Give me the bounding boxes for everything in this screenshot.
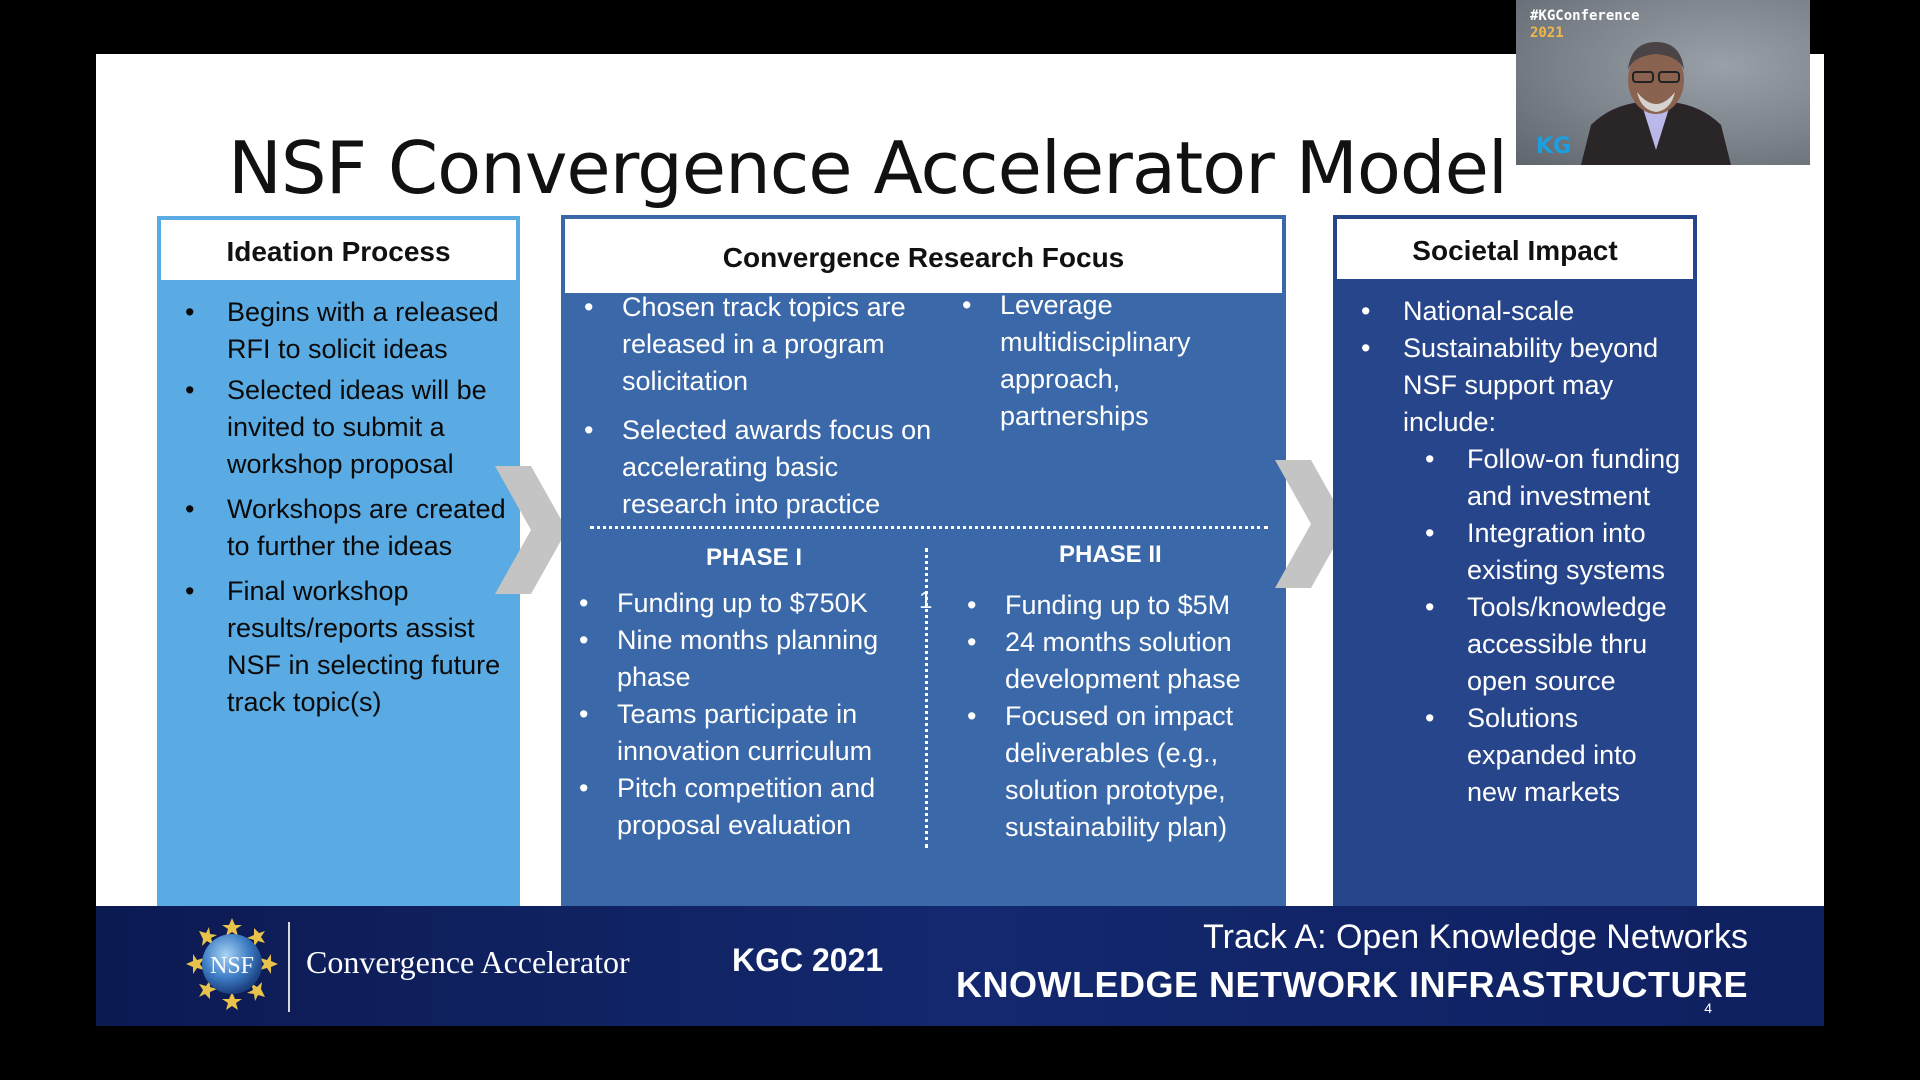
societal-impact-sublist: Follow-on funding and investment Integra… xyxy=(1403,441,1683,811)
list-item: Chosen track topics are released in a pr… xyxy=(584,289,942,400)
ideation-process-panel: Ideation Process Begins with a released … xyxy=(157,216,520,908)
list-item: Focused on impact deliverables (e.g., so… xyxy=(967,698,1275,846)
list-item: Selected ideas will be invited to submit… xyxy=(185,372,506,483)
convergence-research-focus-body: Chosen track topics are released in a pr… xyxy=(565,287,1282,919)
webcam-conference-tag: #KGConference 2021 xyxy=(1530,8,1640,42)
list-item: National-scale xyxy=(1361,293,1683,330)
societal-impact-header: Societal Impact xyxy=(1337,219,1693,283)
list-item: Selected awards focus on accelerating ba… xyxy=(584,412,942,523)
list-item: Pitch competition and proposal evaluatio… xyxy=(579,770,907,844)
slide-page-number: 4 xyxy=(1704,1000,1712,1016)
phase-1-list: Funding up to $750K Nine months planning… xyxy=(579,585,907,844)
list-item: Integration into existing systems xyxy=(1425,515,1683,589)
footer-brand-name: Convergence Accelerator xyxy=(306,944,630,980)
list-item: Nine months planning phase xyxy=(579,622,907,696)
societal-impact-panel: Societal Impact National-scale Sustainab… xyxy=(1333,215,1697,908)
societal-impact-body: National-scale Sustainability beyond NSF… xyxy=(1337,279,1693,908)
webcam-hashtag: #KGConference xyxy=(1530,8,1640,24)
list-item: Leverage multidisciplinary approach, par… xyxy=(962,287,1250,435)
list-item: Funding up to $5M xyxy=(967,587,1275,624)
chevron-right-icon xyxy=(1275,460,1347,588)
ideation-process-header: Ideation Process xyxy=(161,220,516,284)
stray-mark: 1 xyxy=(919,587,933,614)
list-item: Funding up to $750K xyxy=(579,585,907,622)
footer-track-label: Track A: Open Knowledge Networks xyxy=(1203,918,1748,956)
speaker-video-icon xyxy=(1581,42,1731,165)
footer-event-label: KGC 2021 xyxy=(732,942,884,978)
ideation-process-body: Begins with a released RFI to solicit id… xyxy=(161,280,516,908)
nsf-logo-icon: NSF xyxy=(186,918,278,1010)
chevron-right-icon xyxy=(495,466,567,594)
webcam-year: 2021 xyxy=(1530,25,1564,41)
webcam-kg-logo: KG xyxy=(1536,134,1572,159)
convergence-research-focus-header: Convergence Research Focus xyxy=(565,219,1282,297)
list-item: Begins with a released RFI to solicit id… xyxy=(185,294,506,368)
svg-text:NSF: NSF xyxy=(210,953,254,979)
slide-title: NSF Convergence Accelerator Model xyxy=(228,126,1508,210)
list-item: Solutions expanded into new markets xyxy=(1425,700,1683,811)
footer-divider xyxy=(288,922,290,1012)
list-item: Teams participate in innovation curricul… xyxy=(579,696,907,770)
presentation-slide: NSF Convergence Accelerator Model Ideati… xyxy=(96,54,1824,1026)
speaker-webcam-feed: #KGConference 2021 KG xyxy=(1516,0,1810,165)
footer-theme-label: KNOWLEDGE NETWORK INFRASTRUCTURE xyxy=(956,964,1748,1005)
vertical-dotted-divider xyxy=(925,548,928,848)
list-item: Sustainability beyond NSF support may in… xyxy=(1361,330,1683,441)
list-item: Follow-on funding and investment xyxy=(1425,441,1683,515)
research-focus-left-list: Chosen track topics are released in a pr… xyxy=(584,289,942,523)
phase-1-title: PHASE I xyxy=(706,544,803,571)
list-item: Final workshop results/reports assist NS… xyxy=(185,573,506,721)
slide-footer-banner: NSF Convergence Accelerator KGC 2021 Tra… xyxy=(96,906,1824,1026)
list-item: Workshops are created to further the ide… xyxy=(185,491,506,565)
horizontal-dotted-divider xyxy=(590,526,1268,529)
research-focus-right-list: Leverage multidisciplinary approach, par… xyxy=(962,287,1250,435)
phase-2-list: Funding up to $5M 24 months solution dev… xyxy=(967,587,1275,846)
list-item: Tools/knowledge accessible thru open sou… xyxy=(1425,589,1683,700)
list-item: 24 months solution development phase xyxy=(967,624,1275,698)
phase-2-title: PHASE II xyxy=(1059,541,1162,568)
convergence-research-focus-panel: Convergence Research Focus Chosen track … xyxy=(561,215,1286,919)
